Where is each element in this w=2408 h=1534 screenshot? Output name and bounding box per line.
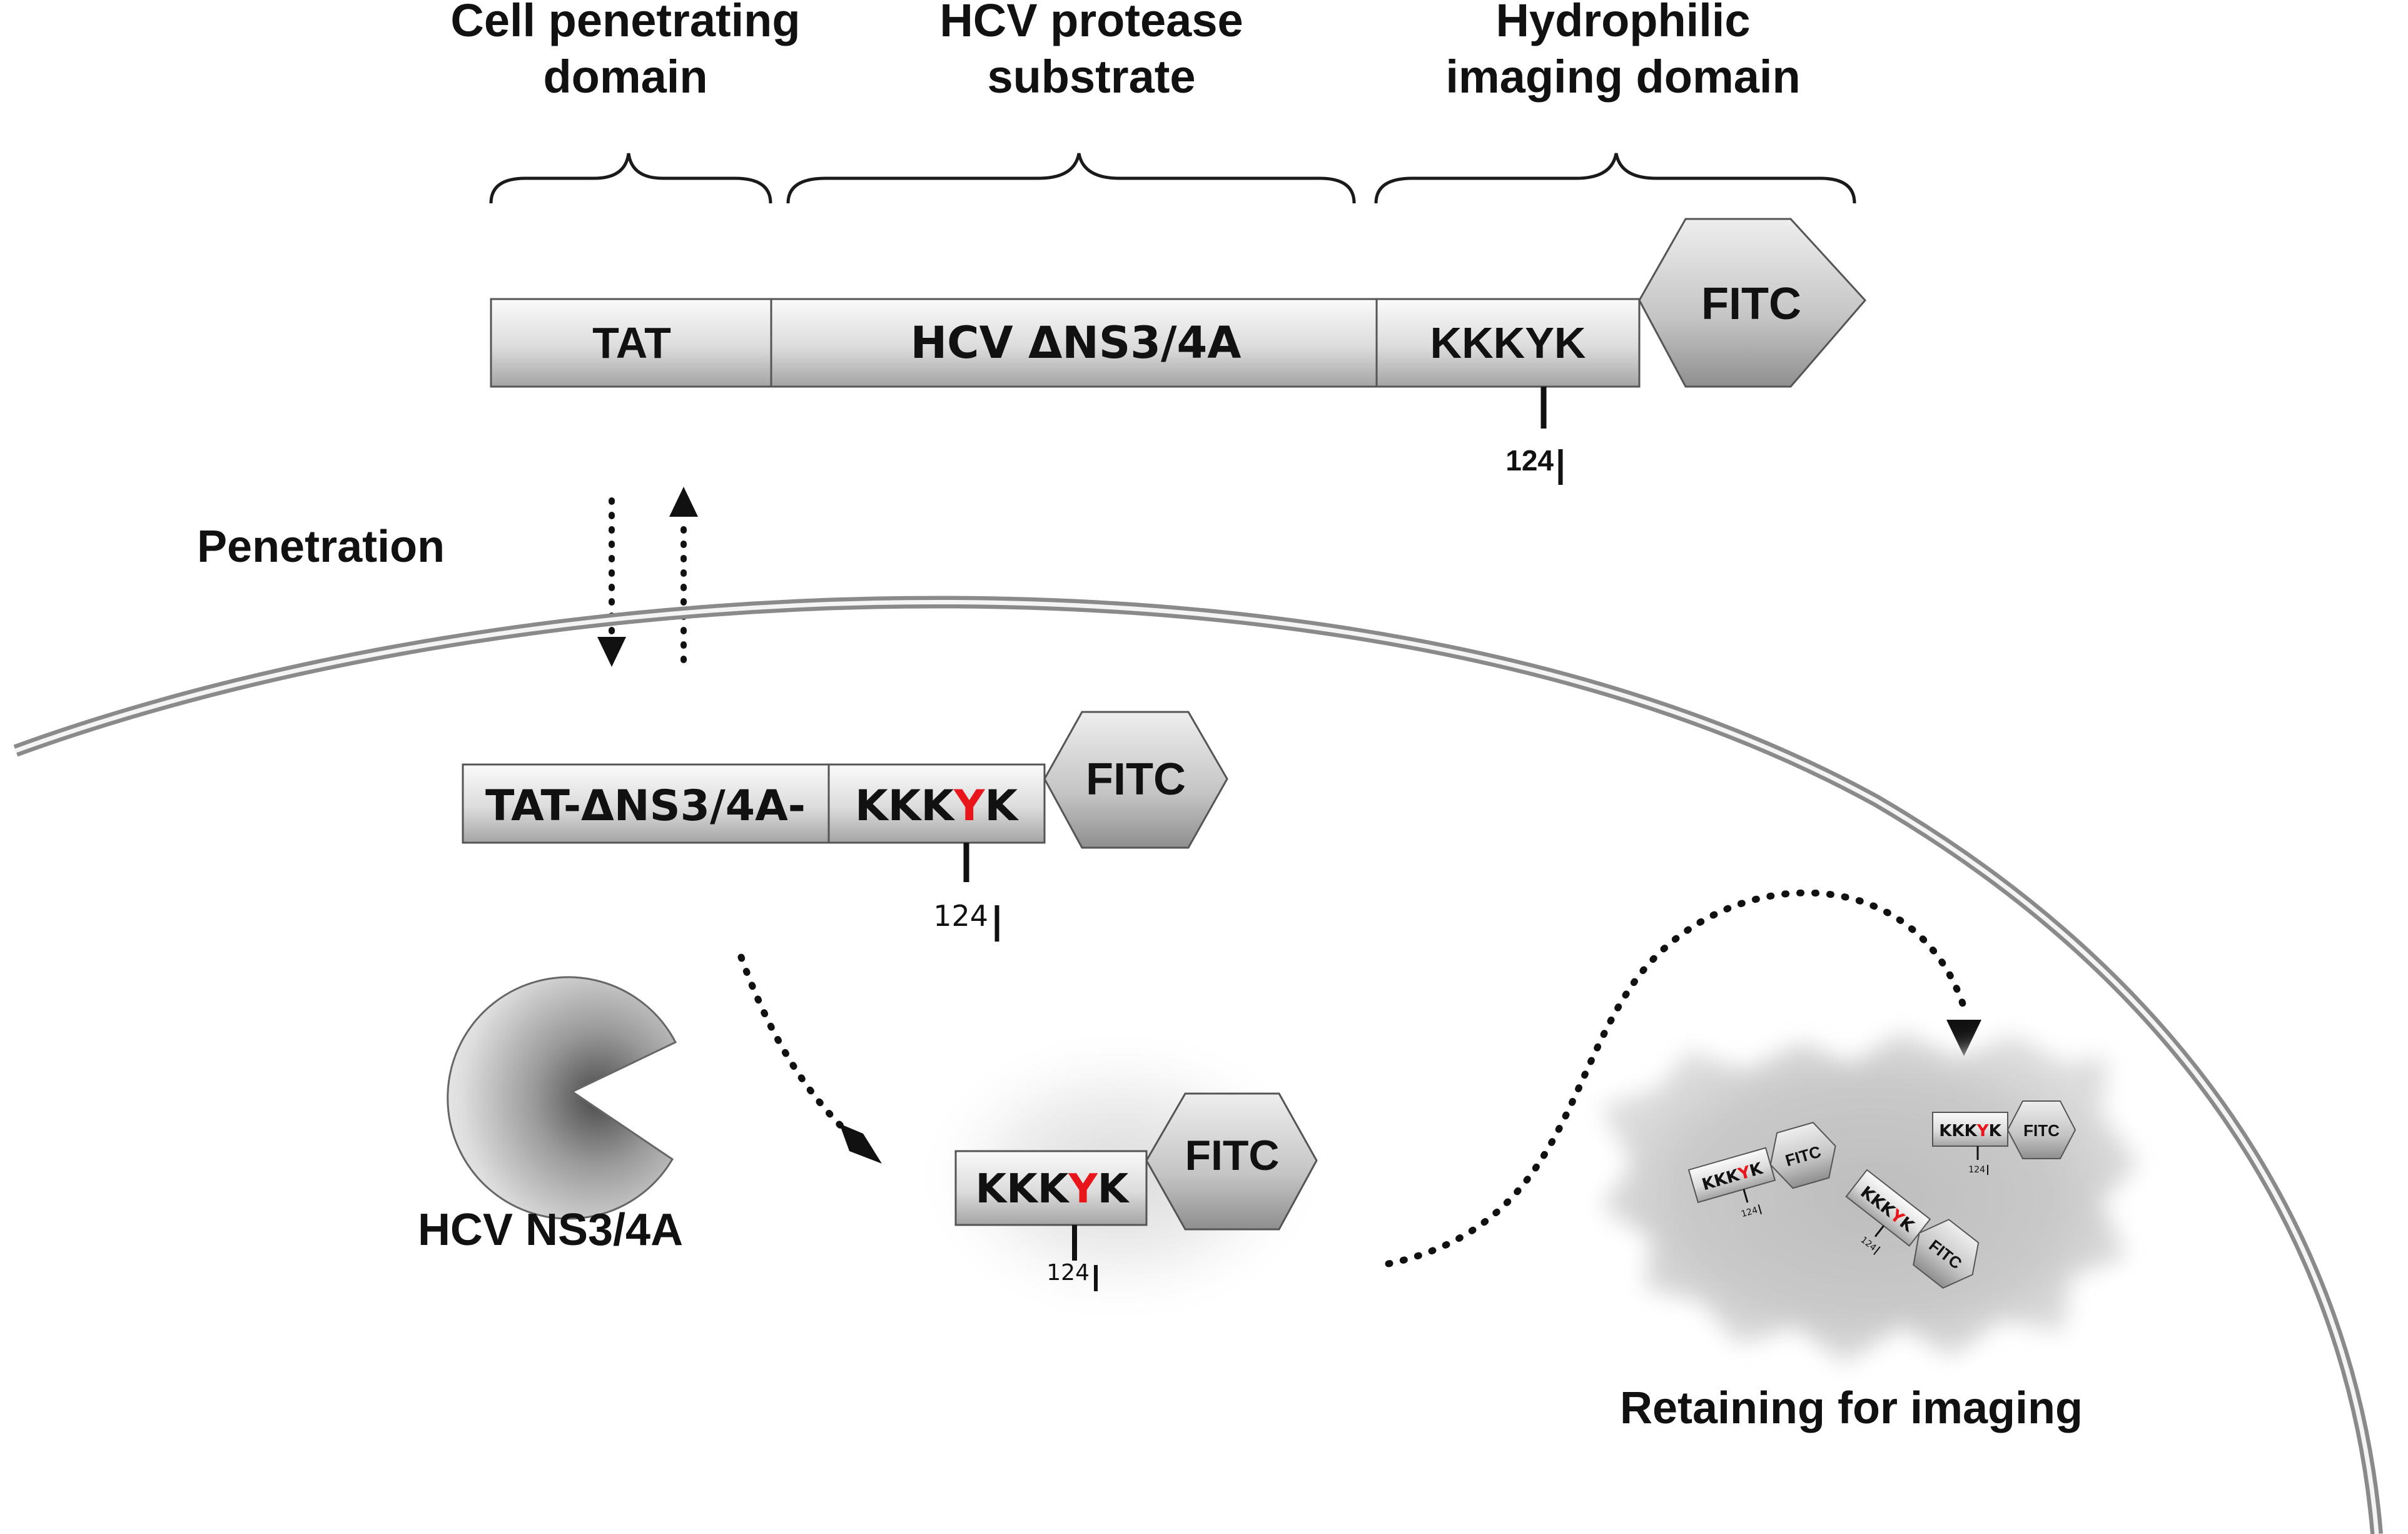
- penetration-label: Penetration: [197, 522, 445, 572]
- k-part: K: [1098, 1166, 1130, 1212]
- site-label-124-cluster-3: 124: [1968, 1165, 1985, 1175]
- cleaved-product: KKKYK FITC 124: [919, 1039, 1320, 1314]
- cell-penetrating-domain-title-line1: Cell penetrating: [450, 0, 800, 46]
- protease-pacman-icon: [447, 976, 677, 1220]
- fitc-label-cleaved: FITC: [1185, 1132, 1279, 1179]
- cleavage-arrow-head: [839, 1124, 882, 1164]
- tat-ns-label: TAT-ΔNS3/4A-: [485, 781, 806, 831]
- kkkyk-segment-mid: [827, 763, 1046, 844]
- kkk-part: KKK: [1939, 1122, 1977, 1140]
- retaining-label: Retaining for imaging: [1620, 1383, 2083, 1433]
- k-part: K: [1989, 1122, 2002, 1140]
- tat-label: TAT: [592, 318, 671, 367]
- fitc-hexagon-cluster-3: [2006, 1100, 2077, 1159]
- fitc-label-mid: FITC: [1086, 754, 1186, 805]
- brace-hcv-substrate: [786, 153, 1356, 204]
- kkkyk-segment: [1375, 298, 1641, 388]
- kkkyk-label: KKKYK: [1430, 318, 1586, 367]
- cell-penetrating-domain-title-line2: domain: [543, 51, 707, 103]
- protease-label: HCV NS3/4A: [418, 1205, 683, 1255]
- cluster-molecule-1: KKKYK FITC 124: [1687, 1122, 1836, 1219]
- hcv-protease-substrate-title-line1: HCV protease: [939, 0, 1243, 46]
- y-highlight: Y: [953, 781, 985, 831]
- hcv-ns-label: HCV ΔNS3/4A: [911, 317, 1242, 368]
- fitc-label-cluster-3: FITC: [2023, 1121, 2060, 1140]
- site-tick-cluster-1: [1743, 1189, 1749, 1203]
- protease-group: HCV NS3/4A: [418, 976, 683, 1255]
- kkkyk-label-cluster-3: KKKYK: [1939, 1122, 2001, 1140]
- kkkyk-segment-cleaved: [954, 1150, 1148, 1226]
- arrow-outward-head: [669, 487, 698, 517]
- penetration-arrows: Penetration: [197, 487, 698, 667]
- cluster-molecule-3: KKKYK FITC 124: [1932, 1100, 2077, 1175]
- fitc-label: FITC: [1701, 279, 1801, 329]
- fitc-hexagon-mid: [1043, 711, 1228, 849]
- kkkyk-label-mid: KKKYK: [855, 781, 1019, 831]
- domain-braces: [489, 153, 1856, 204]
- fitc-hexagon: [1638, 218, 1867, 388]
- site-label-124-cluster-1: 124: [1740, 1205, 1759, 1219]
- cluster-molecule-2: KKKYK FITC 124: [1845, 1169, 1980, 1289]
- y-highlight: Y: [1068, 1166, 1098, 1212]
- y-highlight: Y: [1976, 1122, 1990, 1140]
- header-labels: Cell penetrating domain HCV protease sub…: [450, 0, 1800, 103]
- transport-arrow: [1385, 889, 1981, 1267]
- fitc-hexagon-cleaved: [1145, 1092, 1318, 1231]
- hydrophilic-imaging-domain-title-line1: Hydrophilic: [1495, 0, 1750, 46]
- k-part: K: [984, 781, 1019, 831]
- site-label-124-mid: 124: [933, 899, 988, 933]
- kkk-part: KKK: [976, 1166, 1070, 1212]
- hcv-ns-segment: [770, 298, 1378, 388]
- site-bar-cluster-1: [1758, 1204, 1762, 1215]
- cell-membrane: [13, 596, 2383, 1534]
- internalized-construct: TAT-ΔNS3/4A- KKKYK FITC 124: [462, 711, 1228, 942]
- brace-cell-penetrating: [489, 153, 772, 204]
- transport-arrow-head: [1946, 1020, 1981, 1056]
- retained-cluster: KKKYK FITC 124 KKKYK FITC 124 KKKYK: [1601, 1032, 2139, 1433]
- kkkyk-label-cleaved: KKKYK: [976, 1166, 1130, 1212]
- site-label-124: 124: [1505, 444, 1554, 477]
- top-construct: TAT HCV ΔNS3/4A KKKYK FITC 124: [490, 218, 1867, 485]
- kkk-part: KKK: [855, 781, 955, 831]
- arrow-inward-head: [597, 637, 626, 667]
- hydrophilic-imaging-domain-title-line2: imaging domain: [1445, 51, 1800, 103]
- site-label-124-cleaved: 124: [1046, 1260, 1090, 1286]
- fitc-hexagon-cluster-1: [1769, 1122, 1836, 1189]
- cleavage-arrow: [737, 953, 882, 1164]
- site-tick-cluster-2: [1874, 1225, 1884, 1237]
- tat-segment: [490, 298, 772, 388]
- brace-imaging-domain: [1374, 153, 1856, 204]
- site-bar-cluster-2: [1873, 1246, 1881, 1256]
- fitc-hexagon-cluster-2: [1913, 1219, 1980, 1289]
- hcv-protease-substrate-title-line2: substrate: [987, 51, 1195, 103]
